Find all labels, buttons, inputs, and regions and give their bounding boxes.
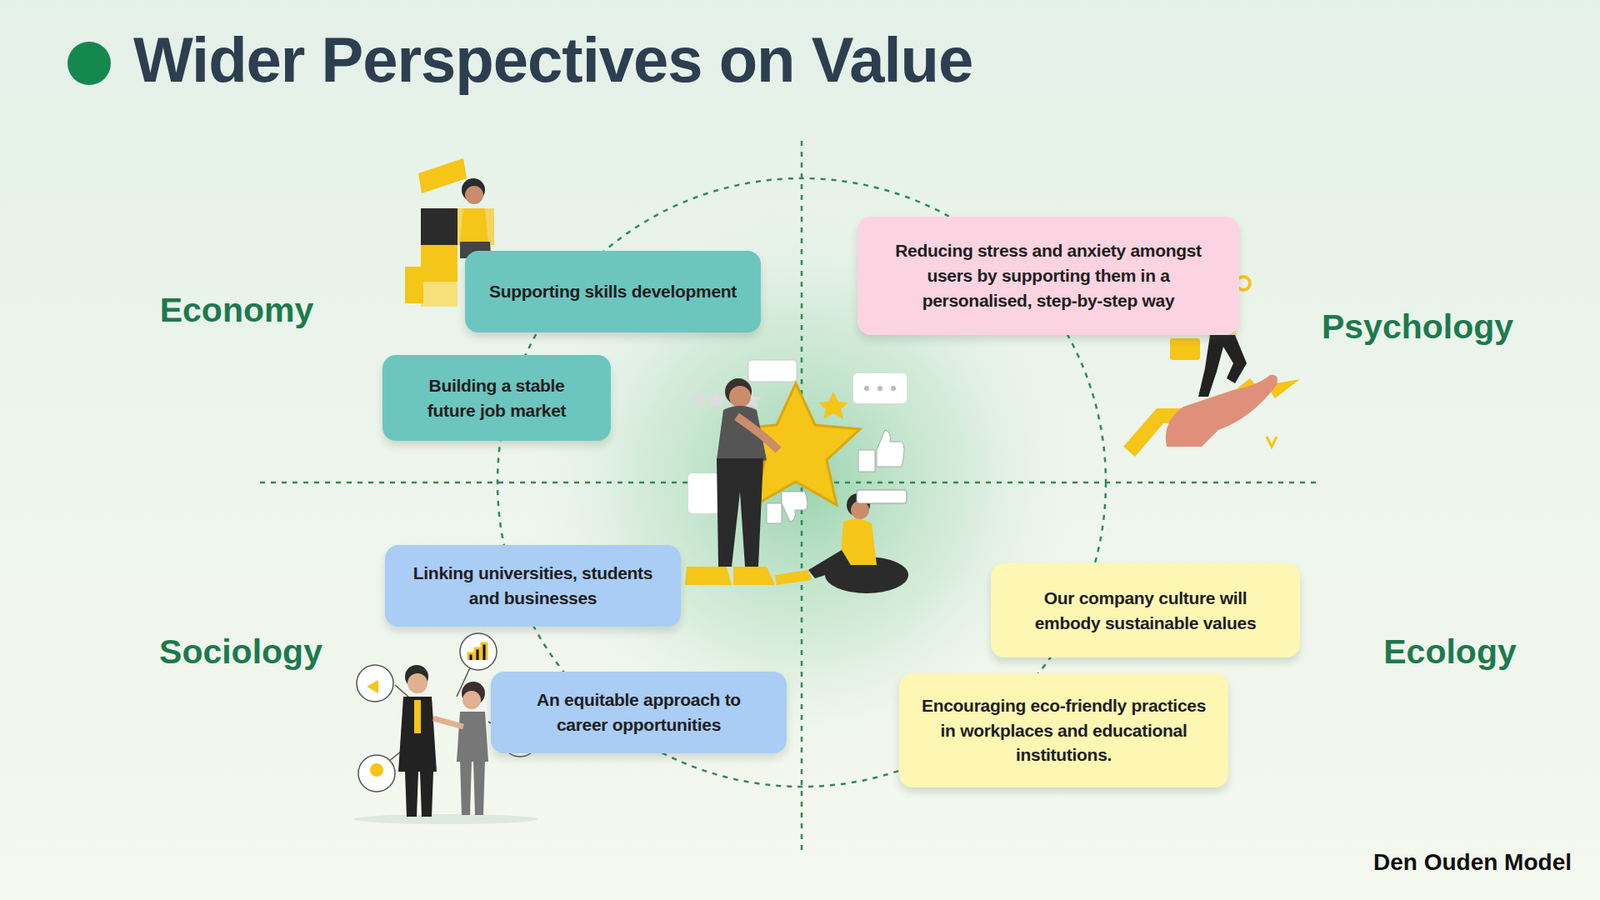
diagram-title: Wider Perspectives on Value [133,23,973,96]
quadrant-label: Economy [160,290,315,330]
value-box: Supporting skills development [465,250,761,333]
quadrant-label: Sociology [159,632,323,672]
quadrant-axes [260,140,1317,850]
box-text: Linking universities, students and busin… [406,560,660,611]
box-text: Supporting skills development [489,279,737,305]
model-credit: Den Ouden Model [1373,849,1572,876]
value-box: Encouraging eco-friendly practices in wo… [899,673,1229,788]
title-dot [67,41,111,85]
value-box: Our company culture will embody sustaina… [990,563,1300,658]
box-text: Building a stable future job market [404,373,590,424]
quadrant-label: Psychology [1321,307,1514,347]
value-box: Building a stable future job market [382,355,611,441]
quadrant-label: Ecology [1383,632,1516,672]
center-illustration [685,360,909,594]
box-text: An equitable approach to career opportun… [512,687,765,738]
box-text: Reducing stress and anxiety amongst user… [879,238,1218,313]
box-text: Our company culture will embody sustaina… [1012,585,1279,636]
value-box: Linking universities, students and busin… [385,545,681,627]
box-text: Encouraging eco-friendly practices in wo… [920,693,1207,768]
value-box: Reducing stress and anxiety amongst user… [857,216,1240,335]
value-box: An equitable approach to career opportun… [490,671,787,754]
